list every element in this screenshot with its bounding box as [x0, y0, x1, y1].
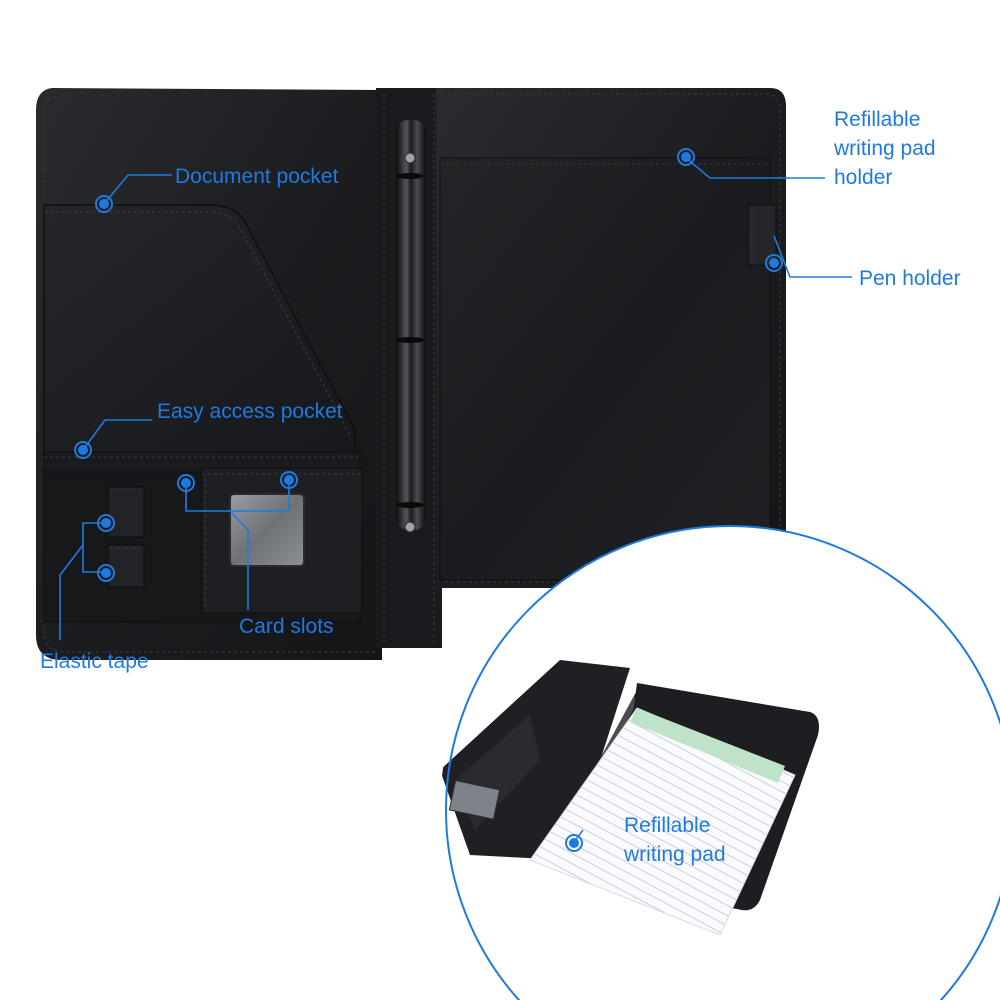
- label-easy-access-pocket: Easy access pocket: [157, 400, 343, 423]
- callout-dots: [74, 148, 783, 582]
- label-card-slots: Card slots: [239, 615, 334, 638]
- inset-closeup: [440, 525, 1000, 1000]
- dot-pen-holder: [765, 254, 783, 272]
- dot-elastic-tape-2: [97, 564, 115, 582]
- label-pad-holder-line2: writing pad: [834, 137, 936, 160]
- ring-rivet-top: [404, 152, 416, 164]
- left-panel: [36, 88, 382, 660]
- elastic-tape-top: [107, 486, 145, 538]
- dot-elastic-tape-1: [97, 514, 115, 532]
- card-window: [229, 493, 305, 567]
- label-pad-holder-line3: holder: [834, 166, 893, 189]
- dot-card-slot-2: [280, 471, 298, 489]
- elastic-tape-bottom: [107, 544, 145, 588]
- label-pad-holder-line1: Refillable: [834, 108, 921, 131]
- inset-circle-border: [445, 525, 1000, 1000]
- right-panel: [436, 88, 786, 588]
- binder-ring: [396, 120, 426, 530]
- callout-lines: [59, 157, 852, 640]
- label-document-pocket: Document pocket: [175, 165, 339, 188]
- document-pocket-shape: [43, 204, 356, 456]
- ring-rivet-bottom: [404, 521, 416, 533]
- dot-card-slot-1: [177, 474, 195, 492]
- dot-document-pocket: [95, 195, 113, 213]
- dot-easy-access-pocket: [74, 441, 92, 459]
- label-elastic-tape: Elastic tape: [40, 650, 149, 673]
- label-writing-pad-line1: Refillable: [624, 814, 711, 837]
- label-writing-pad-line2: writing pad: [624, 843, 726, 866]
- binder-spine: [376, 88, 442, 648]
- label-pen-holder: Pen holder: [859, 267, 961, 290]
- writing-pad-holder-shape: [439, 157, 771, 581]
- dot-pad-holder: [677, 148, 695, 166]
